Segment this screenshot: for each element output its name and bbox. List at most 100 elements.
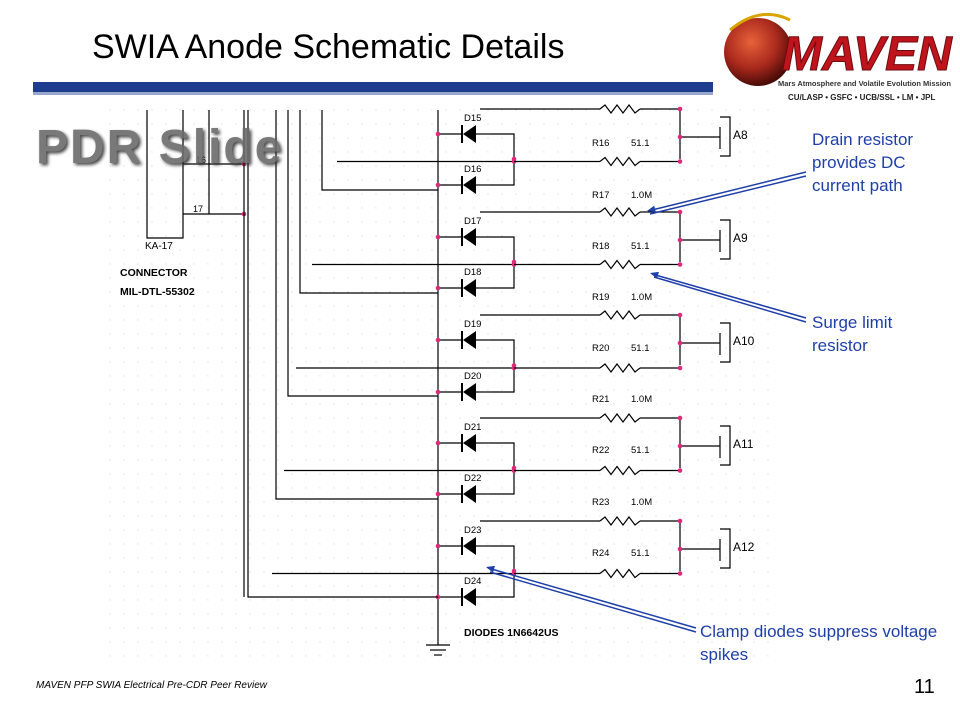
grid-dot (529, 641, 531, 643)
grid-dot (641, 431, 643, 433)
grid-dot (767, 235, 769, 237)
grid-dot (389, 557, 391, 559)
grid-dot (221, 403, 223, 405)
grid-dot (347, 333, 349, 335)
grid-dot (585, 375, 587, 377)
grid-dot (641, 249, 643, 251)
grid-dot (291, 123, 293, 125)
grid-dot (697, 207, 699, 209)
grid-dot (207, 473, 209, 475)
grid-dot (277, 375, 279, 377)
grid-dot (193, 291, 195, 293)
grid-dot (207, 627, 209, 629)
grid-dot (179, 347, 181, 349)
connector-pin-label: 17 (193, 204, 203, 214)
grid-dot (711, 361, 713, 363)
grid-dot (613, 221, 615, 223)
grid-dot (697, 305, 699, 307)
grid-dot (571, 487, 573, 489)
grid-dot (641, 193, 643, 195)
grid-dot (193, 571, 195, 573)
grid-dot (459, 431, 461, 433)
grid-dot (151, 459, 153, 461)
grid-dot (613, 403, 615, 405)
grid-dot (235, 585, 237, 587)
grid-dot (249, 333, 251, 335)
grid-dot (291, 487, 293, 489)
grid-dot (109, 641, 111, 643)
diode-label: D19 (464, 319, 481, 330)
grid-dot (431, 319, 433, 321)
grid-dot (389, 627, 391, 629)
grid-dot (263, 501, 265, 503)
grid-dot (515, 361, 517, 363)
grid-dot (375, 445, 377, 447)
grid-dot (305, 347, 307, 349)
grid-dot (473, 459, 475, 461)
grid-dot (767, 179, 769, 181)
grid-dot (193, 319, 195, 321)
grid-dot (151, 445, 153, 447)
grid-dot (263, 207, 265, 209)
grid-dot (109, 529, 111, 531)
grid-dot (571, 627, 573, 629)
grid-dot (165, 613, 167, 615)
grid-dot (599, 585, 601, 587)
grid-dot (683, 403, 685, 405)
grid-dot (123, 543, 125, 545)
grid-dot (627, 585, 629, 587)
grid-dot (263, 543, 265, 545)
grid-dot (263, 627, 265, 629)
grid-dot (361, 277, 363, 279)
grid-dot (487, 403, 489, 405)
grid-dot (627, 263, 629, 265)
diodes-note-label: DIODES 1N6642US (464, 627, 559, 639)
grid-dot (347, 487, 349, 489)
grid-dot (165, 571, 167, 573)
grid-dot (571, 571, 573, 573)
callout-clamp-diodes: Clamp diodes suppress voltage spikes (700, 622, 938, 664)
grid-dot (151, 137, 153, 139)
grid-dot (487, 557, 489, 559)
resistor-ref-label: R20 (592, 343, 609, 354)
grid-dot (109, 305, 111, 307)
connector-ref-label: KA-17 (145, 241, 173, 252)
grid-dot (697, 501, 699, 503)
grid-dot (767, 445, 769, 447)
grid-dot (137, 109, 139, 111)
title-underline-shadow (33, 92, 713, 95)
grid-dot (655, 571, 657, 573)
grid-dot (431, 571, 433, 573)
grid-dot (347, 137, 349, 139)
anode-label: A9 (733, 231, 748, 245)
grid-dot (739, 473, 741, 475)
grid-dot (221, 389, 223, 391)
grid-dot (361, 515, 363, 517)
grid-dot (753, 487, 755, 489)
grid-dot (151, 641, 153, 643)
grid-dot (529, 515, 531, 517)
grid-dot (417, 417, 419, 419)
grid-dot (641, 571, 643, 573)
grid-dot (767, 585, 769, 587)
grid-dot (347, 557, 349, 559)
grid-dot (389, 459, 391, 461)
grid-dot (459, 333, 461, 335)
grid-dot (235, 543, 237, 545)
grid-dot (683, 585, 685, 587)
grid-dot (501, 487, 503, 489)
grid-dot (669, 613, 671, 615)
grid-dot (277, 403, 279, 405)
grid-dot (235, 375, 237, 377)
resistor-zigzag (599, 310, 641, 320)
grid-dot (277, 431, 279, 433)
grid-dot (403, 109, 405, 111)
grid-dot (319, 207, 321, 209)
grid-dot (151, 165, 153, 167)
junction-dot (677, 571, 683, 576)
grid-dot (599, 641, 601, 643)
grid-dot (711, 333, 713, 335)
resistor-zigzag (599, 516, 641, 526)
grid-dot (515, 165, 517, 167)
grid-dot (487, 501, 489, 503)
